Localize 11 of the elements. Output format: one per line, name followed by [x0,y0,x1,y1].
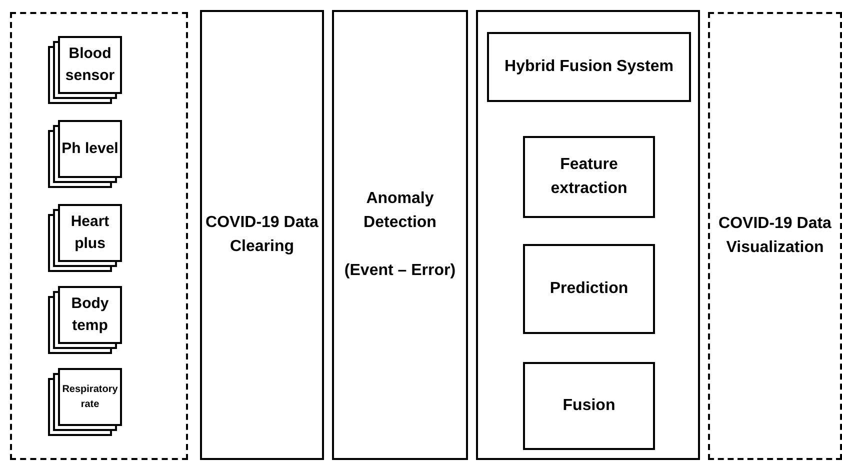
dashed-frame [10,12,188,460]
panel [476,10,700,460]
process-box [332,10,468,460]
dashed-frame: COVID-19 Data Visualization [708,12,842,460]
process-box: Prediction [523,244,655,334]
box-title: Anomaly Detection [362,189,438,233]
process-box: Feature extraction [523,136,655,218]
process-box: Hybrid Fusion System [487,32,691,102]
box-subtitle: (Event – Error) [344,261,456,281]
process-box: Fusion [523,362,655,450]
process-box: COVID-19 Data Clearing [200,10,324,460]
